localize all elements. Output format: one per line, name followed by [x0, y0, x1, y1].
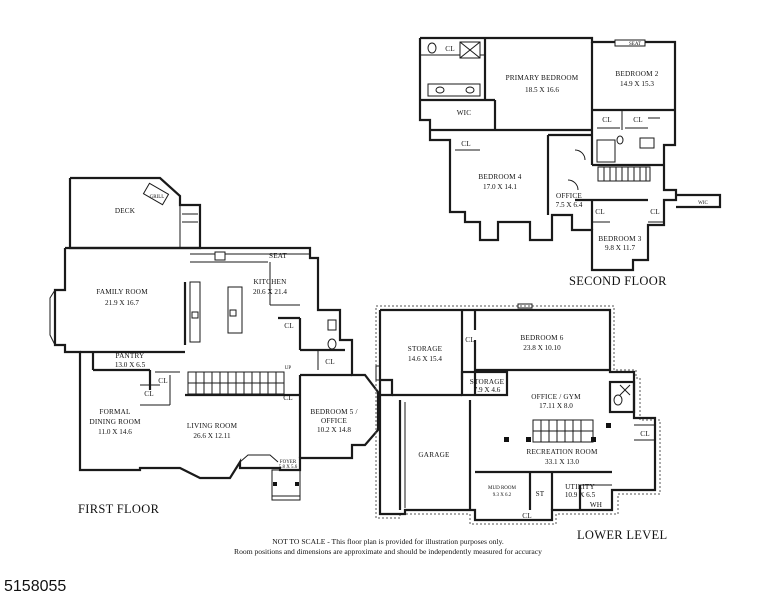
bedroom5-dims: 10.2 X 14.8	[317, 426, 351, 434]
primary-wic-label: WIC	[457, 109, 472, 117]
living-room-label: LIVING ROOM	[187, 422, 238, 430]
foyer-label: FOYER	[280, 460, 297, 465]
lower-level-plan	[375, 303, 661, 525]
bedroom6-closet-label: CL	[465, 336, 475, 344]
living-room-dims: 26.6 X 12.11	[193, 432, 231, 440]
mud-room-label: MUD ROOM	[488, 486, 516, 491]
lower-level-title: LOWER LEVEL	[577, 528, 667, 542]
family-room-label: FAMILY ROOM	[96, 288, 148, 296]
half-bath-closet-label: CL	[325, 358, 335, 366]
foyer-dims: 5.8 X 5.6	[279, 465, 298, 470]
primary-bedroom-label: PRIMARY BEDROOM	[506, 74, 579, 82]
mud-room-dims: 9.3 X 6.2	[493, 493, 512, 498]
primary-bath-closet-label: CL	[445, 45, 455, 53]
bedroom4-label: BEDROOM 4	[478, 173, 521, 181]
pantry-dims: 13.0 X 6.5	[115, 361, 146, 369]
stair-closet-label: CL	[283, 394, 293, 402]
family-room-dims: 21.9 X 16.7	[105, 299, 139, 307]
mud-room-closet-label: CL	[522, 512, 532, 520]
kitchen-closet-label: CL	[284, 322, 294, 330]
lower-level-stairs	[532, 419, 594, 443]
storage2-dims: 7.9 X 4.6	[474, 386, 501, 394]
office2-label: OFFICE	[556, 192, 582, 200]
dining-closet-label-2: CL	[144, 390, 154, 398]
second-floor-plan	[418, 36, 722, 272]
second-floor-title: SECOND FLOOR	[569, 274, 667, 288]
kitchen-label: KITCHEN	[254, 278, 288, 286]
office2-dims: 7.5 X 6.4	[556, 201, 583, 209]
bedroom2-dims: 14.9 X 15.3	[620, 80, 654, 88]
storage1-label: STORAGE	[408, 345, 443, 353]
disclaimer-line-2: Room positions and dimensions are approx…	[234, 547, 542, 556]
bedroom3-wic-label: WIC	[698, 201, 708, 206]
deck-label: DECK	[115, 207, 136, 215]
bedroom4-closet-label: CL	[461, 140, 471, 148]
bedroom3-closet-label-1: CL	[595, 208, 605, 216]
kitchen-dims: 20.6 X 21.4	[253, 288, 287, 296]
st-label: ST	[536, 490, 545, 498]
bedroom5-label-1: BEDROOM 5 /	[310, 408, 357, 416]
pantry-label: PANTRY	[116, 352, 146, 360]
primary-bedroom-dims: 18.5 X 16.6	[525, 86, 559, 94]
bedroom2-seat-label: SEAT	[629, 42, 641, 47]
garage-label: GARAGE	[418, 451, 450, 459]
utility-label: UTILITY	[565, 483, 595, 491]
listing-id: 5158055	[4, 578, 67, 595]
office-gym-label: OFFICE / GYM	[531, 393, 581, 401]
recreation-room-label: RECREATION ROOM	[526, 448, 597, 456]
bedroom2-closet-label-2: CL	[633, 116, 643, 124]
dining-closet-label-1: CL	[158, 377, 168, 385]
kitchen-seat-label: SEAT	[269, 252, 287, 260]
storage2-label: STORAGE	[470, 378, 505, 386]
recreation-room-dims: 33.1 X 13.0	[545, 458, 579, 466]
second-floor-stairs	[597, 166, 651, 182]
first-floor-stairs	[187, 371, 285, 395]
bedroom2-label: BEDROOM 2	[615, 70, 658, 78]
first-floor-up-label: UP	[285, 366, 292, 371]
disclaimer-line-1: NOT TO SCALE - This floor plan is provid…	[272, 537, 504, 546]
storage1-dims: 14.6 X 15.4	[408, 355, 442, 363]
formal-dining-label-2: DINING ROOM	[89, 418, 141, 426]
bedroom2-closet-label-1: CL	[602, 116, 612, 124]
bedroom3-closet-label-2: CL	[650, 208, 660, 216]
bedroom3-dims: 9.8 X 11.7	[605, 244, 635, 252]
first-floor-title: FIRST FLOOR	[78, 502, 160, 516]
lower-bath-closet-label: CL	[640, 430, 650, 438]
bedroom4-dims: 17.0 X 14.1	[483, 183, 517, 191]
formal-dining-label-1: FORMAL	[99, 408, 130, 416]
grill-label: GRILL	[150, 195, 165, 200]
utility-dims: 10.9 X 6.5	[565, 491, 596, 499]
formal-dining-dims: 11.0 X 14.6	[98, 428, 132, 436]
bedroom5-label-2: OFFICE	[321, 417, 347, 425]
wh-label: WH	[590, 501, 602, 509]
bedroom3-label: BEDROOM 3	[598, 235, 641, 243]
bedroom6-dims: 23.8 X 10.10	[523, 344, 561, 352]
office-gym-dims: 17.11 X 8.0	[539, 402, 573, 410]
bedroom6-label: BEDROOM 6	[520, 334, 563, 342]
first-floor-plan	[49, 176, 380, 501]
